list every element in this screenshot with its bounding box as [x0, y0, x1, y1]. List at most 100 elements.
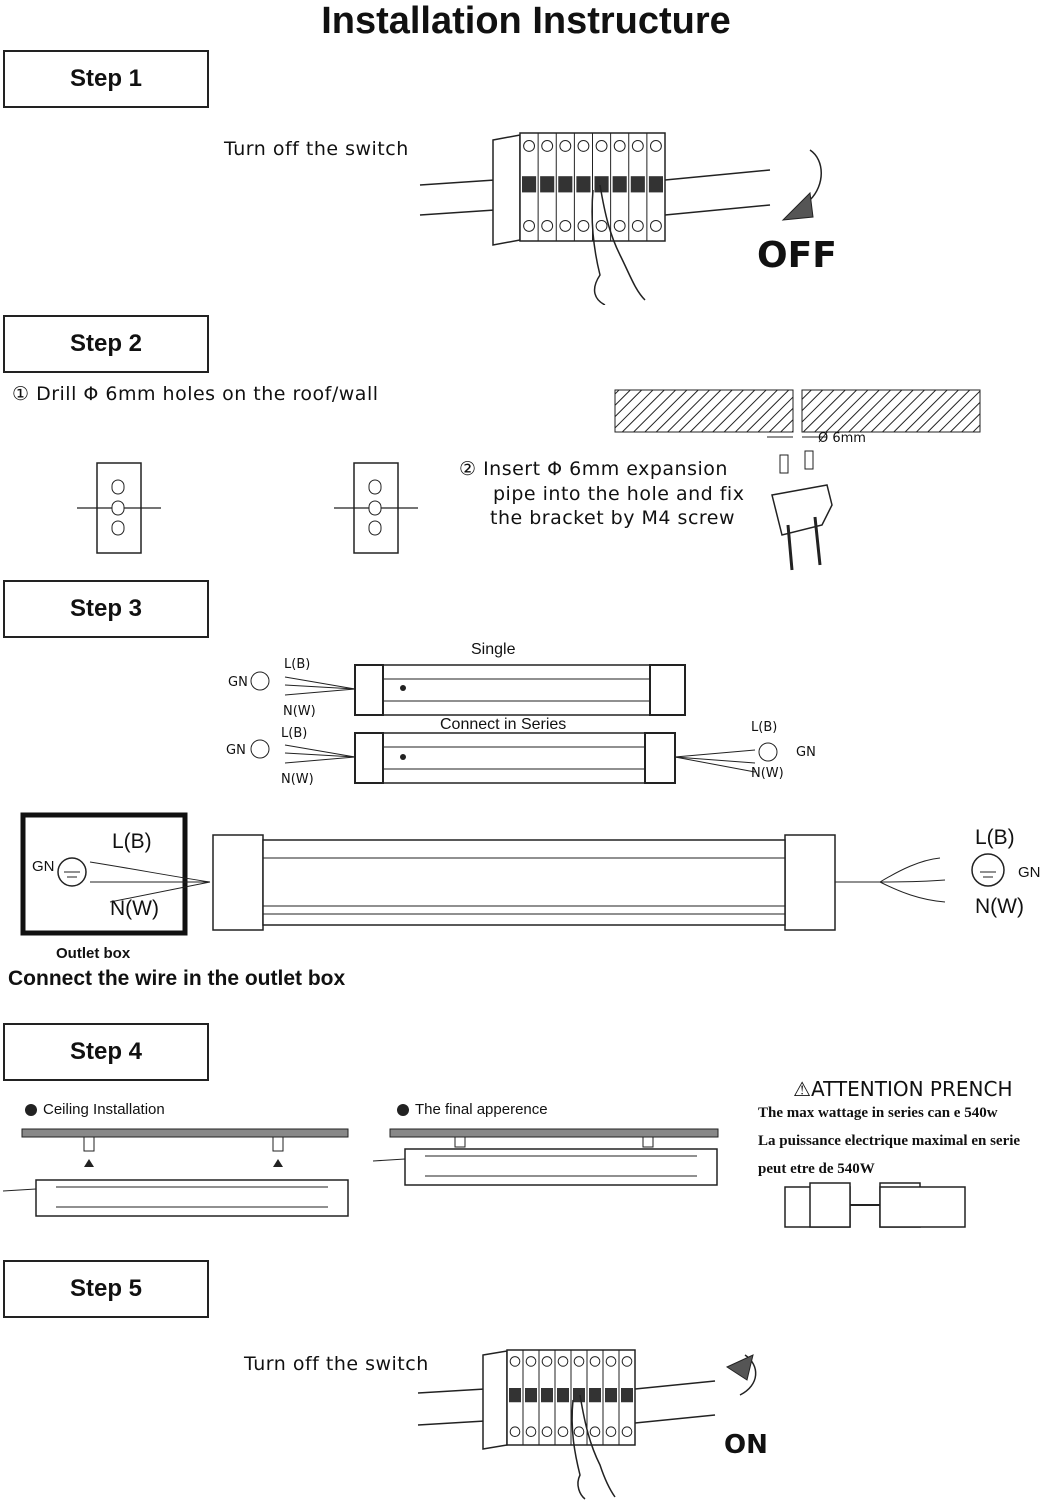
breaker-screw-bottom: [631, 219, 644, 232]
breaker-screw-bottom: [573, 1426, 585, 1437]
breaker-screw-top: [613, 140, 626, 152]
breaker-switch: [612, 176, 627, 193]
breaker-switch: [540, 176, 555, 193]
breaker-screw-top: [621, 1356, 633, 1367]
gn-label-single: GN: [228, 675, 248, 690]
step-2-instruction-2-line-1: ② Insert Φ 6mm expansion: [459, 458, 728, 480]
breaker-switch: [557, 1388, 569, 1403]
outlet-box-wiring-diagram: [20, 812, 1005, 936]
bracket-front-icon: [77, 462, 161, 554]
attention-line-1: The max wattage in series can e 540w: [758, 1105, 998, 1121]
n-label-outlet: N(W): [110, 897, 159, 920]
breaker-switch: [576, 176, 591, 193]
step-2-label: Step 2: [3, 315, 209, 373]
l-label-outlet: L(B): [112, 830, 152, 853]
l-label-single: L(B): [284, 657, 311, 672]
breaker-screw-bottom: [595, 219, 608, 232]
breaker-screw-bottom: [650, 219, 662, 232]
breaker-switch: [594, 176, 609, 193]
breaker-screw-top: [577, 140, 590, 152]
breaker-screw-bottom: [541, 219, 554, 232]
step-2-instruction-2-line-2: pipe into the hole and fix: [493, 483, 745, 505]
breaker-screw-bottom: [605, 1426, 617, 1437]
final-appearance-text: The final apperence: [415, 1101, 548, 1118]
breaker-screw-bottom: [523, 219, 535, 232]
breaker-switch: [630, 176, 645, 193]
breaker-screw-top: [605, 1356, 617, 1367]
breaker-screw-bottom: [525, 1426, 537, 1437]
outlet-box-label: Outlet box: [56, 945, 131, 962]
breaker-screw-top: [523, 140, 535, 152]
step-1-instruction: Turn off the switch: [224, 138, 409, 160]
breaker-screw-bottom: [577, 219, 590, 232]
step-3-caption: Connect the wire in the outlet box: [8, 967, 346, 990]
breaker-switch: [558, 176, 573, 193]
step-marker-2-icon: [397, 1104, 409, 1117]
breaker-panel-off: [419, 132, 822, 305]
single-label: Single: [471, 641, 516, 658]
breaker-screw-top: [509, 1356, 521, 1367]
gn-label-fixture-right: GN: [1018, 864, 1041, 881]
breaker-screw-bottom: [559, 219, 572, 232]
n-label-single: N(W): [283, 704, 316, 719]
warning-icon: ⚠: [793, 1077, 811, 1101]
n-label-series-left: N(W): [281, 772, 314, 787]
breaker-switch: [541, 1388, 553, 1403]
step-marker-1-icon: [25, 1104, 37, 1117]
step-5-instruction: Turn off the switch: [244, 1353, 429, 1375]
breaker-switch: [589, 1388, 601, 1403]
step-3-label: Step 3: [3, 580, 209, 638]
attention-line-3: peut etre de 540W: [758, 1161, 875, 1177]
step-1-label: Step 1: [3, 50, 209, 108]
series-label: Connect in Series: [440, 716, 567, 733]
attention-heading: ⚠ATTENTION PRENCH: [793, 1077, 1012, 1101]
ceiling-installation-text: Ceiling Installation: [43, 1101, 165, 1118]
l-label-fixture-right: L(B): [975, 826, 1015, 849]
breaker-screw-top: [525, 1356, 537, 1367]
wiring-single-series-diagram: [250, 664, 778, 784]
breaker-screw-bottom: [621, 1426, 633, 1437]
off-state-label: OFF: [757, 235, 837, 276]
attention-title: ATTENTION PRENCH: [810, 1077, 1013, 1101]
on-state-label: ON: [724, 1430, 768, 1460]
breaker-screw-top: [595, 140, 608, 152]
breaker-screw-top: [589, 1356, 601, 1367]
breaker-switch: [573, 1388, 585, 1403]
step-2-instruction-2-line-3: the bracket by M4 screw: [490, 507, 736, 529]
bracket-side-icon: [334, 462, 418, 554]
n-label-series-right: N(W): [751, 766, 784, 781]
breaker-panel-on: [417, 1349, 757, 1500]
step-4-label: Step 4: [3, 1023, 209, 1081]
breaker-screw-bottom: [613, 219, 626, 232]
n-label-fixture-right: N(W): [975, 895, 1024, 918]
breaker-switch: [648, 176, 663, 193]
series-connector-icon: [784, 1182, 966, 1228]
breaker-screw-top: [573, 1356, 585, 1367]
breaker-screw-top: [541, 140, 554, 152]
page-title: Installation Instructure: [321, 0, 731, 42]
step-2-instruction-1: ① Drill Φ 6mm holes on the roof/wall: [12, 383, 379, 405]
breaker-switch: [525, 1388, 537, 1403]
breaker-screw-bottom: [557, 1426, 569, 1437]
ceiling-installation-label: Ceiling Installation: [25, 1101, 165, 1118]
gn-label-series-right: GN: [796, 745, 816, 760]
breaker-screw-top: [650, 140, 662, 152]
breaker-switch: [522, 176, 537, 193]
breaker-screw-bottom: [589, 1426, 601, 1437]
breaker-switch: [621, 1388, 633, 1403]
ceiling-mount-diagram: [2, 1128, 719, 1217]
step-5-label: Step 5: [3, 1260, 209, 1318]
breaker-screw-bottom: [541, 1426, 553, 1437]
breaker-screw-top: [631, 140, 644, 152]
breaker-screw-bottom: [509, 1426, 521, 1437]
l-label-series-left: L(B): [281, 726, 308, 741]
breaker-screw-top: [559, 140, 572, 152]
gn-label-outlet: GN: [32, 858, 55, 875]
breaker-switch: [605, 1388, 617, 1403]
hole-dimension-label: Ø 6mm: [818, 431, 866, 446]
breaker-screw-top: [557, 1356, 569, 1367]
final-appearance-label: The final apperence: [397, 1101, 548, 1118]
attention-line-2: La puissance electrique maximal en serie: [758, 1133, 1021, 1149]
gn-label-series-left: GN: [226, 743, 246, 758]
breaker-screw-top: [541, 1356, 553, 1367]
